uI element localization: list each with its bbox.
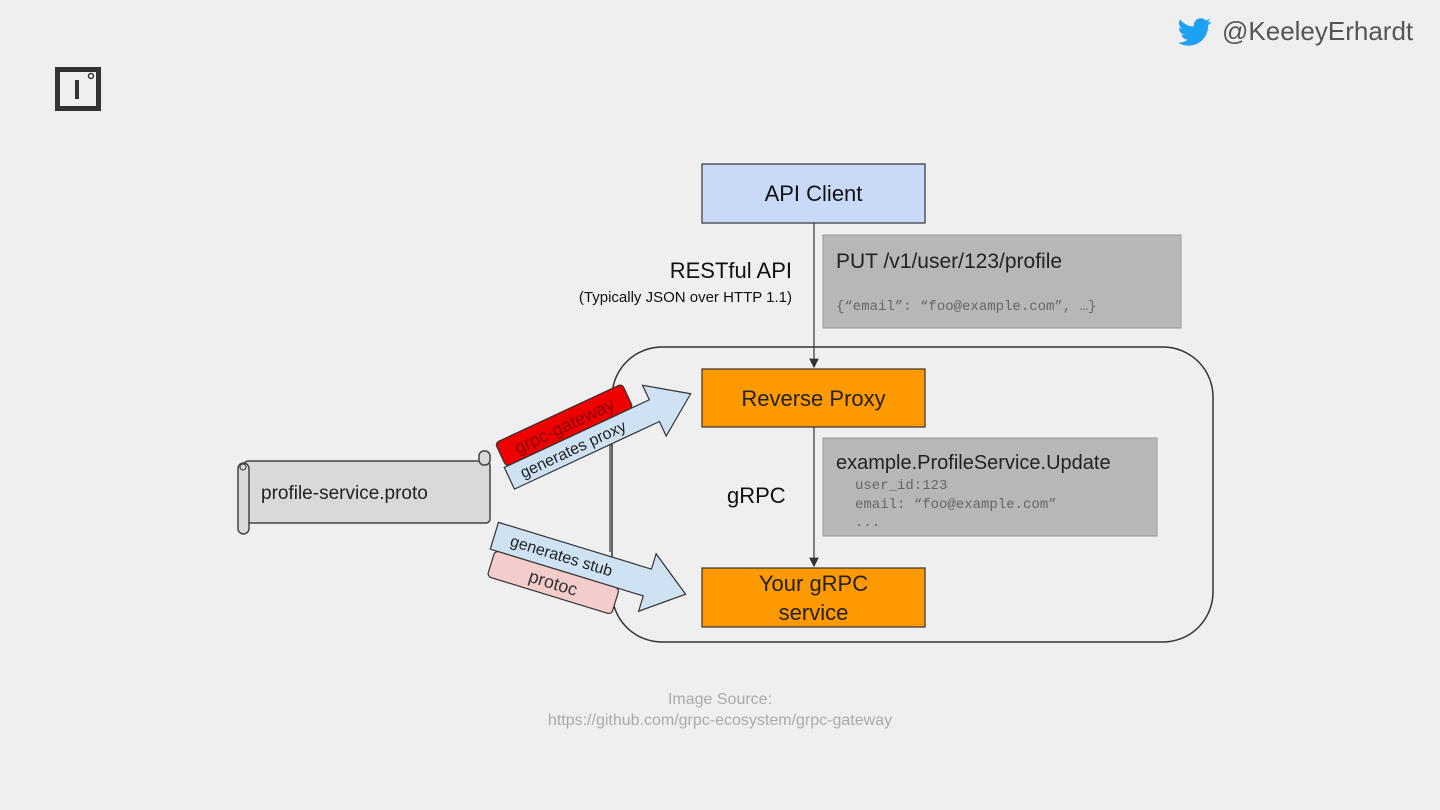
- grpc-service-label: Your gRPC: [759, 571, 868, 596]
- grpc-call-line: ...: [855, 515, 880, 531]
- image-source-label: Image Source:: [668, 691, 772, 708]
- proto-file-scroll: profile-service.proto: [237, 450, 491, 535]
- reverse-proxy-label: Reverse Proxy: [741, 386, 885, 411]
- restful-label: RESTful API: [670, 258, 792, 283]
- grpc-gateway-tag: [495, 384, 633, 466]
- api-client-label: API Client: [765, 181, 863, 206]
- grpc-label: gRPC: [727, 483, 786, 508]
- restful-sublabel: (Typically JSON over HTTP 1.1): [579, 289, 792, 306]
- service-boundary: [611, 346, 1214, 643]
- image-source-url[interactable]: https://github.com/grpc-ecosystem/grpc-g…: [548, 712, 892, 729]
- grpc-call-title: example.ProfileService.Update: [836, 452, 1111, 474]
- grpc-service-box: Your gRPC service: [701, 567, 926, 628]
- grpc-call-box: example.ProfileService.Update user_id:12…: [822, 437, 1158, 537]
- generates-stub-arrow: generates stub protoc: [487, 521, 687, 615]
- put-request-body: {“email”: “foo@example.com”, …}: [836, 299, 1096, 315]
- grpc-call-line: email: “foo@example.com”: [855, 497, 1057, 513]
- put-request-box: PUT /v1/user/123/profile {“email”: “foo@…: [822, 234, 1182, 329]
- put-request-line: PUT /v1/user/123/profile: [836, 250, 1062, 273]
- reverse-proxy-box: Reverse Proxy: [701, 368, 926, 428]
- twitter-bird-icon: [1178, 18, 1212, 46]
- generates-proxy-arrow: generates proxy grpc-gateway: [495, 384, 692, 490]
- grpc-service-label: service: [779, 600, 849, 625]
- twitter-handle[interactable]: @KeeleyErhardt: [1222, 16, 1414, 46]
- proto-file-label: profile-service.proto: [261, 483, 428, 504]
- grpc-call-line: user_id:123: [855, 478, 947, 494]
- api-client-box: API Client: [701, 163, 926, 224]
- protoc-tag: [487, 551, 619, 615]
- slide-logo-icon: [55, 67, 101, 111]
